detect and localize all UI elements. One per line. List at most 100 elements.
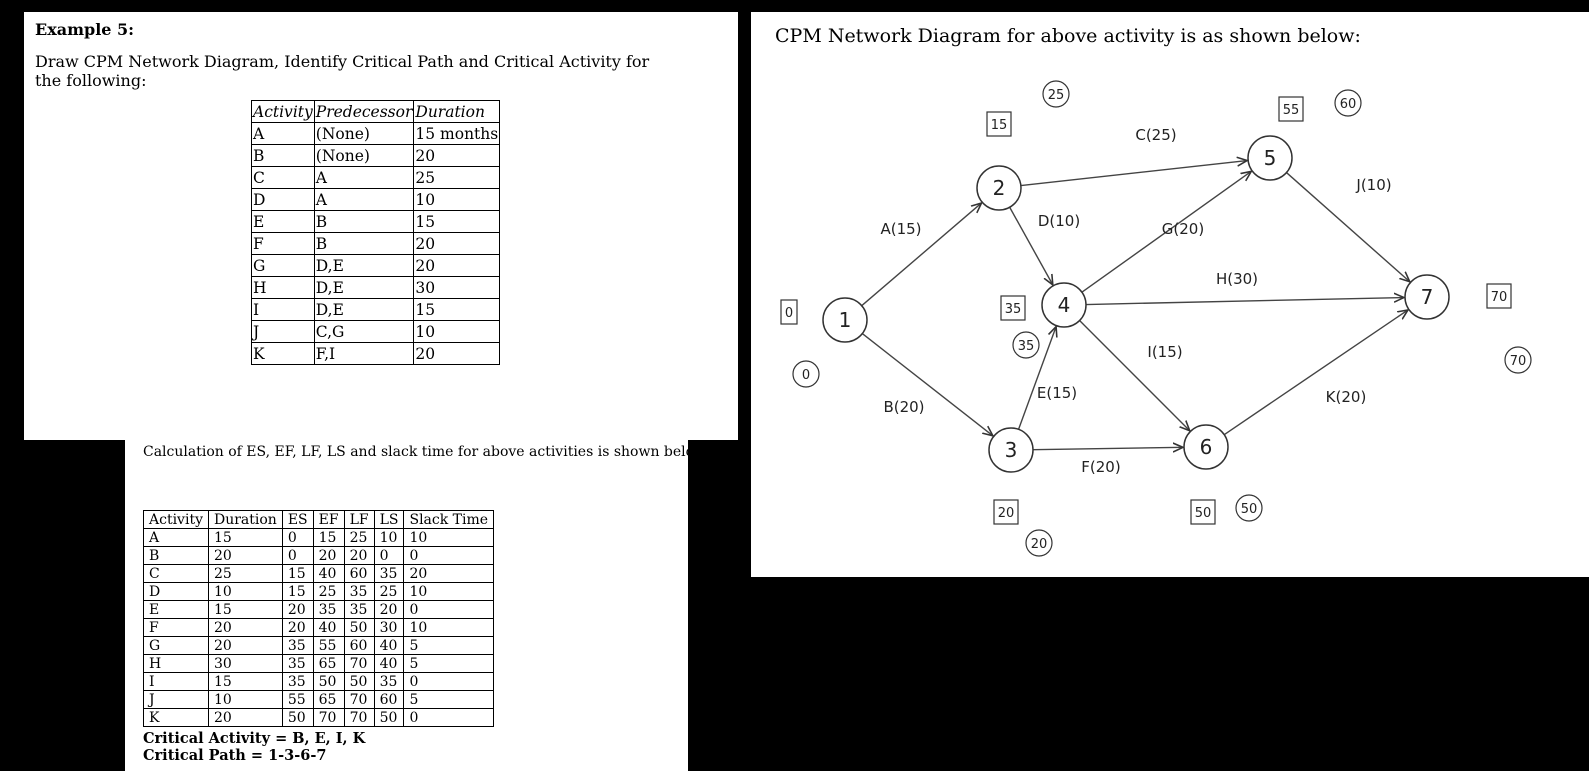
network-diagram: A(15)B(20)C(25)D(10)E(15)F(20)G(20)H(30)… (780, 80, 1532, 557)
early-time-box (993, 499, 1019, 525)
calculation-table-cell: 15 (281, 582, 314, 601)
edge-label: G(20) (1162, 220, 1204, 238)
activity-table-cell: 20 (413, 254, 501, 277)
activity-table-cell: 30 (413, 276, 501, 299)
calculation-table-cell: 0 (403, 546, 495, 565)
activity-table-cell: A (313, 166, 415, 189)
edge-label: F(20) (1081, 458, 1120, 476)
calculation-table-header-cell: LF (343, 510, 375, 529)
early-time-box (1486, 283, 1512, 309)
early-time-label: 35 (1005, 302, 1022, 317)
calculation-table-cell: 35 (281, 654, 314, 673)
node-label: 4 (1058, 293, 1071, 317)
calculation-table-cell: 20 (207, 546, 283, 565)
activity-table-cell: F,I (313, 342, 415, 365)
example-instruction: Draw CPM Network Diagram, Identify Criti… (35, 52, 650, 90)
node-circle (1041, 282, 1087, 328)
late-time-label: 70 (1510, 354, 1527, 369)
calculation-panel: Calculation of ES, EF, LF, LS and slack … (125, 440, 706, 771)
calculation-table-cell: 40 (373, 636, 405, 655)
edge-arrow (861, 333, 993, 436)
early-time-box (1278, 96, 1304, 122)
calculation-table-cell: 10 (207, 582, 283, 601)
calculation-table-cell: G (143, 636, 209, 655)
activity-table-row: A(None)15 months (251, 122, 501, 145)
edge-label: J(10) (1355, 176, 1391, 194)
calculation-intro: Calculation of ES, EF, LF, LS and slack … (143, 444, 707, 460)
edge-arrow (861, 203, 982, 307)
calculation-table-cell: 15 (207, 600, 283, 619)
activity-table-cell: D,E (313, 254, 415, 277)
calculation-table-header-cell: LS (373, 510, 405, 529)
edge-label: E(15) (1037, 384, 1077, 402)
activity-table-cell: E (251, 210, 315, 233)
late-time-circle (1504, 346, 1532, 374)
calculation-table-cell: 5 (403, 690, 495, 709)
calculation-table-cell: 30 (373, 618, 405, 637)
activity-table-cell: A (251, 122, 315, 145)
calculation-table-cell: 55 (312, 636, 345, 655)
edge-arrow (1223, 310, 1408, 436)
activity-table-cell: H (251, 276, 315, 299)
node-circle (1183, 424, 1229, 470)
calculation-table-cell: 25 (207, 564, 283, 583)
calculation-table-header-cell: Duration (207, 510, 283, 529)
activity-table-cell: (None) (313, 144, 415, 167)
early-time-box (780, 299, 798, 325)
late-time-circle (1012, 331, 1040, 359)
edge-arrow (1081, 171, 1251, 293)
calculation-table-header-cell: Slack Time (403, 510, 495, 529)
activity-table-cell: (None) (313, 122, 415, 145)
activity-table-cell: B (313, 210, 415, 233)
node-circle (822, 297, 868, 343)
late-time-label: 25 (1048, 88, 1065, 103)
edge-label: B(20) (883, 398, 924, 416)
activity-table-cell: D,E (313, 276, 415, 299)
calculation-table-cell: 25 (343, 528, 375, 547)
critical-activity: Critical Activity = B, E, I, K (143, 730, 366, 747)
calculation-table-cell: K (143, 708, 209, 727)
calculation-table-cell: 70 (343, 690, 375, 709)
edge-arrow (1085, 298, 1404, 306)
calculation-table-cell: 20 (207, 708, 283, 727)
calculation-table-cell: 40 (312, 564, 345, 583)
late-time-circle (1042, 80, 1070, 108)
early-time-label: 15 (991, 118, 1008, 133)
calculation-table-cell: F (143, 618, 209, 637)
calculation-table-cell: 50 (343, 618, 375, 637)
calculation-table-cell: 20 (343, 546, 375, 565)
calculation-table-cell: B (143, 546, 209, 565)
node-circle (988, 427, 1034, 473)
example-title: Example 5: (35, 20, 135, 39)
edge-arrow (1017, 327, 1057, 430)
calculation-table-cell: 20 (207, 618, 283, 637)
calculation-table-cell: 10 (403, 528, 495, 547)
activity-table-cell: 15 months (413, 122, 501, 145)
edge-arrow (1032, 447, 1183, 449)
edge-label: C(25) (1135, 126, 1176, 144)
calculation-table-cell: 70 (343, 654, 375, 673)
calculation-table-cell: 0 (281, 546, 314, 565)
critical-path: Critical Path = 1-3-6-7 (143, 747, 327, 764)
activity-table-cell: 20 (413, 342, 501, 365)
activity-table-cell: F (251, 232, 315, 255)
calculation-table-cell: 20 (207, 636, 283, 655)
activity-table-cell: 20 (413, 144, 501, 167)
activity-table-cell: A (313, 188, 415, 211)
calculation-table-cell: 35 (343, 582, 375, 601)
edge-arrow (1020, 161, 1247, 187)
